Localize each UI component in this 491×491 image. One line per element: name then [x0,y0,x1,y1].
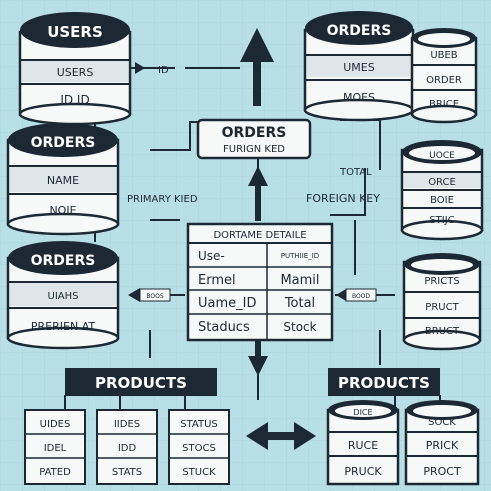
bottom-a-row-3: PRUCK [344,465,382,478]
product-card-3: STATUS STOCS STUCK [168,409,230,485]
orders-left-low-title: ORDERS [31,253,96,269]
bottom-a-row-2: RUCE [348,439,378,452]
primary-key-label: PRIMARY KIED [127,194,198,205]
product-card-1-row-1: UIDES [40,419,71,430]
vertical-double-arrow [248,166,268,376]
products-left-label: PRODUCTS [95,374,187,392]
users-title: USERS [47,23,103,41]
right-mid-row-1: UOCE [429,151,455,161]
right-top-row-2: ORDER [426,75,462,86]
orders-top-row-2: MOES [343,91,375,104]
total-label: TOTAL [339,167,372,178]
id-label: ID [158,65,169,76]
small-right-tag-text: BOOD [352,293,370,300]
product-card-3-row-3: STUCK [182,467,216,478]
orders-top-cylinder: ORDERS UMES MOES [303,11,415,122]
orders-left-low-row-2: PRERIEN AT [31,320,95,333]
right-low-row-1: PRICTS [424,276,459,287]
orders-left-low-row-1: UIAHS [48,291,79,302]
products-right-label: PRODUCTS [338,374,430,392]
orders-left-mid-row-2: NOIE [49,204,76,217]
horizontal-double-arrow [246,422,316,450]
products-left-bar: PRODUCTS [65,368,217,396]
detail-cell-1-0: Ermel [198,273,236,288]
users-row-2: ID ID [60,93,89,107]
right-top-cylinder: UBEB ORDER BRICE [410,28,478,124]
detail-cell-0-0: Use- [198,249,225,263]
right-low-cylinder: PRICTS PRUCT BRUCT [402,253,482,351]
right-mid-row-2: ORCE [428,177,456,188]
product-card-2-row-2: IDD [118,443,137,454]
users-cylinder: USERS USERS ID ID [18,12,132,126]
product-card-2: IIDES IDD STATS [96,409,158,485]
bottom-b-row-3: PROCT [423,465,461,478]
right-top-row-3: BRICE [429,99,459,110]
arrowhead-left-icon-3 [336,289,346,301]
product-card-1-row-2: IDEL [44,443,67,454]
product-card-1: UIDES IDEL PATED [24,409,86,485]
users-row-1: USERS [57,66,94,79]
small-left-tag-text: BOOS [146,293,163,300]
detail-cell-3-0: Staducs [198,320,250,335]
product-card-2-row-1: IIDES [114,419,140,430]
detail-cell-2-1: Total [284,296,315,311]
products-right-bar: PRODUCTS [328,368,440,396]
orders-left-low-cylinder: ORDERS UIAHS PRERIEN AT [6,241,120,350]
detail-cell-1-1: Mamil [280,273,319,288]
orders-box-title: ORDERS [222,125,287,141]
right-low-row-2: PRUCT [425,302,459,313]
big-up-arrow [240,28,274,106]
right-mid-row-3: BOIE [430,195,454,206]
orders-top-row-1: UMES [343,61,374,74]
right-top-row-1: UBEB [430,50,457,61]
product-card-3-row-2: STOCS [182,443,216,454]
detail-cell-2-0: Uame_ID [198,296,257,311]
detail-table: DORTAME DETAILE Use- PUTHIIE_ID Ermel Ma… [186,222,334,342]
small-right-tag: BOOD [345,288,377,302]
orders-key-box: ORDERS FURIGN KED [196,118,312,160]
small-left-tag: BOOS [139,288,171,302]
arrowhead-left-icon-2 [128,288,140,302]
bottom-a-row-1: DICE [353,408,372,417]
orders-top-title: ORDERS [327,23,392,39]
bottom-b-row-2: PRICK [426,439,459,452]
detail-cell-0-1: PUTHIIE_ID [281,252,319,260]
orders-left-mid-row-1: NAME [47,174,79,187]
detail-table-title: DORTAME DETAILE [213,230,306,241]
detail-cell-3-1: Stock [283,320,316,334]
orders-box-subtitle: FURIGN KED [223,144,285,155]
orders-left-mid-title: ORDERS [31,135,96,151]
orders-left-mid-cylinder: ORDERS NAME NOIE [6,123,120,236]
product-card-3-row-1: STATUS [180,419,218,430]
arrowhead-right-icon [135,62,145,74]
product-card-2-row-3: STATS [112,467,142,478]
product-card-1-row-3: PATED [39,467,71,478]
bottom-cylinder-b: SOCK PRICK PROCT [404,400,480,486]
right-mid-row-4: STIJC [429,215,454,226]
right-mid-cylinder: UOCE ORCE BOIE STIJC [400,140,484,241]
bottom-cylinder-a: DICE RUCE PRUCK [326,400,400,486]
foreign-key-label: FOREIGN KEY [306,192,380,205]
bottom-b-row-1: SOCK [428,417,456,428]
right-low-row-3: BRUCT [425,326,460,337]
